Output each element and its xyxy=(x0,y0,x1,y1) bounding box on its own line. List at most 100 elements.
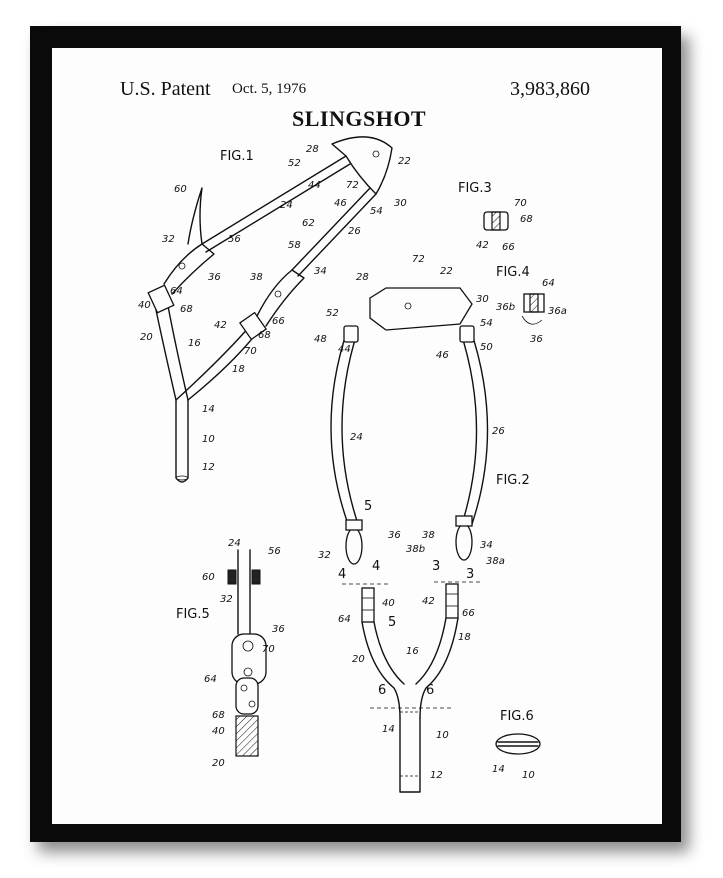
fig5-ref-60: 60 xyxy=(202,572,215,583)
fig2-ref-34: 34 xyxy=(480,540,493,551)
fig2-ref-6-right: 6 xyxy=(426,683,434,698)
figure-4-drawing: FIG.4 64 36b 36a 36 xyxy=(496,265,567,345)
fig1-label: FIG.1 xyxy=(220,149,254,164)
fig2-ref-50: 50 xyxy=(480,342,493,353)
fig1-ref-72: 72 xyxy=(346,180,359,191)
fig3-ref-68: 68 xyxy=(520,214,533,225)
fig2-ref-66: 66 xyxy=(462,608,475,619)
fig2-label: FIG.2 xyxy=(496,473,530,488)
fig5-ref-36: 36 xyxy=(272,624,285,635)
fig2-ref-3-right: 3 xyxy=(466,567,474,582)
patent-date: Oct. 5, 1976 xyxy=(232,81,307,97)
fig2-ref-44: 44 xyxy=(338,344,351,355)
fig4-ref-36: 36 xyxy=(530,334,543,345)
fig1-ref-30: 30 xyxy=(394,198,407,209)
fig5-ref-56: 56 xyxy=(268,546,281,557)
fig2-ref-22: 22 xyxy=(440,266,453,277)
fig4-ref-36b: 36b xyxy=(496,302,515,313)
fig2-ref-30: 30 xyxy=(476,294,489,305)
fig2-ref-5-bottom: 5 xyxy=(388,615,396,630)
fig1-ref-26: 26 xyxy=(348,226,361,237)
fig1-ref-46: 46 xyxy=(334,198,347,209)
fig1-ref-56: 56 xyxy=(228,234,241,245)
fig2-ref-28: 28 xyxy=(356,272,369,283)
fig1-ref-54: 54 xyxy=(370,206,383,217)
fig3-ref-42: 42 xyxy=(476,240,489,251)
figure-3-drawing: FIG.3 70 68 42 66 xyxy=(458,181,533,253)
fig1-ref-38: 38 xyxy=(250,272,263,283)
fig1-ref-16: 16 xyxy=(188,338,201,349)
fig5-ref-68: 68 xyxy=(212,710,225,721)
fig2-ref-24: 24 xyxy=(350,432,363,443)
fig4-ref-36a: 36a xyxy=(548,306,567,317)
fig1-ref-58: 58 xyxy=(288,240,301,251)
fig1-ref-34: 34 xyxy=(314,266,327,277)
fig1-ref-10: 10 xyxy=(202,434,215,445)
fig6-ref-14: 14 xyxy=(492,764,505,775)
fig1-ref-68b: 68 xyxy=(258,330,271,341)
fig1-ref-12: 12 xyxy=(202,462,215,473)
fig1-ref-42: 42 xyxy=(214,320,227,331)
fig2-ref-64: 64 xyxy=(338,614,351,625)
fig2-ref-40: 40 xyxy=(382,598,395,609)
fig3-ref-66: 66 xyxy=(502,242,515,253)
fig6-label: FIG.6 xyxy=(500,709,534,724)
fig3-ref-70: 70 xyxy=(514,198,527,209)
patent-drawing: FIG.1 xyxy=(138,136,567,793)
fig1-ref-20: 20 xyxy=(140,332,153,343)
fig2-ref-38a: 38a xyxy=(486,556,505,567)
figure-6-drawing: FIG.6 14 10 xyxy=(492,709,541,781)
figure-2-drawing: FIG.2 xyxy=(314,254,530,793)
fig5-ref-24: 24 xyxy=(228,538,241,549)
patent-sheet: U.S. Patent Oct. 5, 1976 3,983,860 SLING… xyxy=(52,48,662,824)
fig2-ref-46: 46 xyxy=(436,350,449,361)
fig1-ref-18: 18 xyxy=(232,364,245,375)
fig1-ref-28: 28 xyxy=(306,144,319,155)
fig5-label: FIG.5 xyxy=(176,607,210,622)
fig2-ref-12: 12 xyxy=(430,770,443,781)
fig2-ref-6-left: 6 xyxy=(378,683,386,698)
fig2-ref-42: 42 xyxy=(422,596,435,607)
fig1-ref-62: 62 xyxy=(302,218,315,229)
patent-title: SLINGSHOT xyxy=(292,106,427,131)
fig1-ref-14: 14 xyxy=(202,404,215,415)
fig5-ref-70: 70 xyxy=(262,644,275,655)
fig2-ref-38b: 38b xyxy=(406,544,425,555)
fig1-ref-70: 70 xyxy=(244,346,257,357)
fig2-ref-20: 20 xyxy=(352,654,365,665)
fig4-ref-64: 64 xyxy=(542,278,555,289)
fig1-ref-40: 40 xyxy=(138,300,151,311)
fig4-label: FIG.4 xyxy=(496,265,530,280)
fig6-ref-10: 10 xyxy=(522,770,535,781)
patent-number: 3,983,860 xyxy=(510,78,590,100)
fig2-ref-4-left: 4 xyxy=(338,567,346,582)
fig2-ref-54: 54 xyxy=(480,318,493,329)
fig2-ref-32: 32 xyxy=(318,550,331,561)
fig2-ref-3-left: 3 xyxy=(432,559,440,574)
fig1-ref-68: 68 xyxy=(180,304,193,315)
fig1-ref-64: 64 xyxy=(170,286,183,297)
fig5-ref-40: 40 xyxy=(212,726,225,737)
fig3-label: FIG.3 xyxy=(458,181,492,196)
fig1-ref-36: 36 xyxy=(208,272,221,283)
fig2-ref-4-right: 4 xyxy=(372,559,380,574)
fig2-ref-14: 14 xyxy=(382,724,395,735)
figure-1-drawing: FIG.1 xyxy=(138,136,411,483)
fig1-ref-24: 24 xyxy=(280,200,293,211)
patent-label: U.S. Patent xyxy=(120,78,211,100)
fig1-ref-60: 60 xyxy=(174,184,187,195)
fig2-ref-48: 48 xyxy=(314,334,327,345)
fig1-ref-66: 66 xyxy=(272,316,285,327)
fig1-ref-44: 44 xyxy=(308,180,321,191)
fig5-ref-64: 64 xyxy=(204,674,217,685)
fig5-ref-20: 20 xyxy=(212,758,225,769)
fig5-ref-32: 32 xyxy=(220,594,233,605)
figure-5-drawing: FIG.5 24 56 60 32 36 70 64 68 xyxy=(176,538,285,769)
fig2-ref-16: 16 xyxy=(406,646,419,657)
fig2-ref-72: 72 xyxy=(412,254,425,265)
fig2-ref-36: 36 xyxy=(388,530,401,541)
fig2-ref-52: 52 xyxy=(326,308,339,319)
fig1-ref-22: 22 xyxy=(398,156,411,167)
fig2-ref-38: 38 xyxy=(422,530,435,541)
fig2-ref-26: 26 xyxy=(492,426,505,437)
